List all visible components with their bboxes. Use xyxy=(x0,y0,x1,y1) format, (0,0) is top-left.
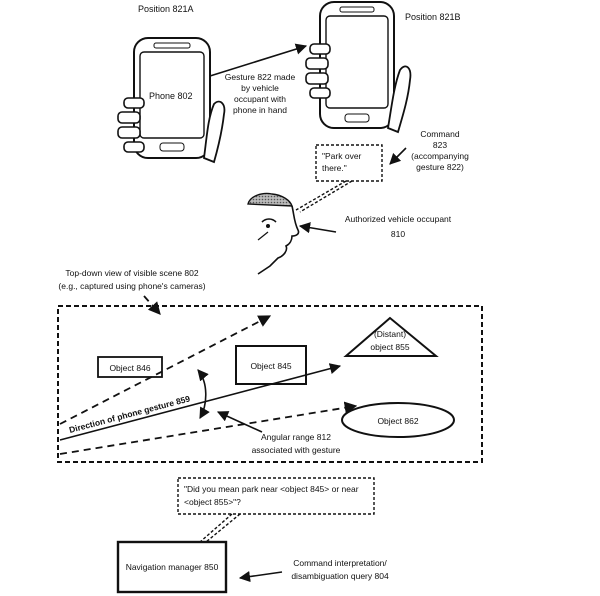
svg-text:phone in hand: phone in hand xyxy=(233,105,287,115)
object-845-box xyxy=(235,345,307,385)
direction-859-label: Direction of phone gesture 859 xyxy=(68,393,191,435)
command-arrow xyxy=(389,147,407,165)
scene-frame xyxy=(57,305,483,463)
phone-821a-icon xyxy=(117,37,226,164)
query-box xyxy=(177,477,375,515)
svg-text:Gesture 822 made: Gesture 822 made xyxy=(225,72,296,82)
interpretation-arrow xyxy=(238,571,283,583)
svg-text:associated with gesture: associated with gesture xyxy=(252,445,341,455)
object-846-label: Object 846 xyxy=(109,363,150,373)
navigation-manager-850-label: Navigation manager 850 xyxy=(126,562,219,572)
speech-pointer xyxy=(295,180,347,211)
object-846-box xyxy=(97,356,163,378)
svg-text:by vehicle: by vehicle xyxy=(241,83,279,93)
svg-text:823: 823 xyxy=(433,140,447,150)
angular-812-label: Angular range 812 associated with gestur… xyxy=(252,432,341,455)
svg-text:(accompanying: (accompanying xyxy=(411,151,469,161)
svg-text:gesture 822): gesture 822) xyxy=(416,162,464,172)
svg-text:Authorized vehicle occupant: Authorized vehicle occupant xyxy=(345,214,452,224)
speech-text: "Park over there." xyxy=(322,151,362,173)
angular-ray-upper xyxy=(59,315,272,425)
svg-text:Top-down view of visible scene: Top-down view of visible scene 802 xyxy=(65,268,199,278)
svg-text:(e.g., captured using phone's: (e.g., captured using phone's cameras) xyxy=(58,281,205,291)
svg-text:object 855: object 855 xyxy=(370,342,409,352)
angular-ray-lower xyxy=(59,401,358,455)
phone-821b-icon xyxy=(305,1,412,134)
position-821b-label: Position 821B xyxy=(405,12,461,22)
position-821a-label: Position 821A xyxy=(138,4,194,14)
svg-text:(Distant): (Distant) xyxy=(374,329,406,339)
object-862-label: Object 862 xyxy=(377,416,418,426)
svg-text:Command interpretation/: Command interpretation/ xyxy=(293,558,387,568)
svg-text:810: 810 xyxy=(391,229,405,239)
phone-802-label: Phone 802 xyxy=(149,91,193,101)
command-823-label: Command 823 (accompanying gesture 822) xyxy=(411,129,469,172)
object-855-label: (Distant) object 855 xyxy=(370,329,409,352)
svg-text:"Did you mean park near <objec: "Did you mean park near <object 845> or … xyxy=(184,484,359,494)
query-text: "Did you mean park near <object 845> or … xyxy=(184,484,359,507)
speech-bubble xyxy=(315,144,383,182)
object-845-label: Object 845 xyxy=(250,361,291,371)
angular-range-arc xyxy=(197,369,210,419)
svg-text:Command: Command xyxy=(420,129,459,139)
object-855-triangle xyxy=(343,316,439,357)
svg-text:Angular range 812: Angular range 812 xyxy=(261,432,331,442)
occupant-arrow xyxy=(298,222,337,234)
gesture-arrow xyxy=(209,43,308,77)
interpretation-804-label: Command interpretation/ disambiguation q… xyxy=(291,558,389,581)
object-862-ellipse xyxy=(341,402,455,438)
gesture-822-label: Gesture 822 made by vehicle occupant wit… xyxy=(225,72,296,115)
navigation-manager-box xyxy=(116,540,228,594)
scene-arrow xyxy=(143,295,161,315)
occupant-head-icon xyxy=(247,192,300,275)
query-pointer xyxy=(199,513,233,543)
occupant-810-label: Authorized vehicle occupant 810 xyxy=(345,214,452,239)
svg-text:there.": there." xyxy=(322,163,347,173)
svg-text:<object 855>"?: <object 855>"? xyxy=(184,497,241,507)
svg-text:"Park over: "Park over xyxy=(322,151,362,161)
svg-text:occupant with: occupant with xyxy=(234,94,286,104)
svg-text:disambiguation query 804: disambiguation query 804 xyxy=(291,571,389,581)
scene-802-label: Top-down view of visible scene 802 (e.g.… xyxy=(58,268,205,291)
angular-arrow xyxy=(216,411,263,433)
